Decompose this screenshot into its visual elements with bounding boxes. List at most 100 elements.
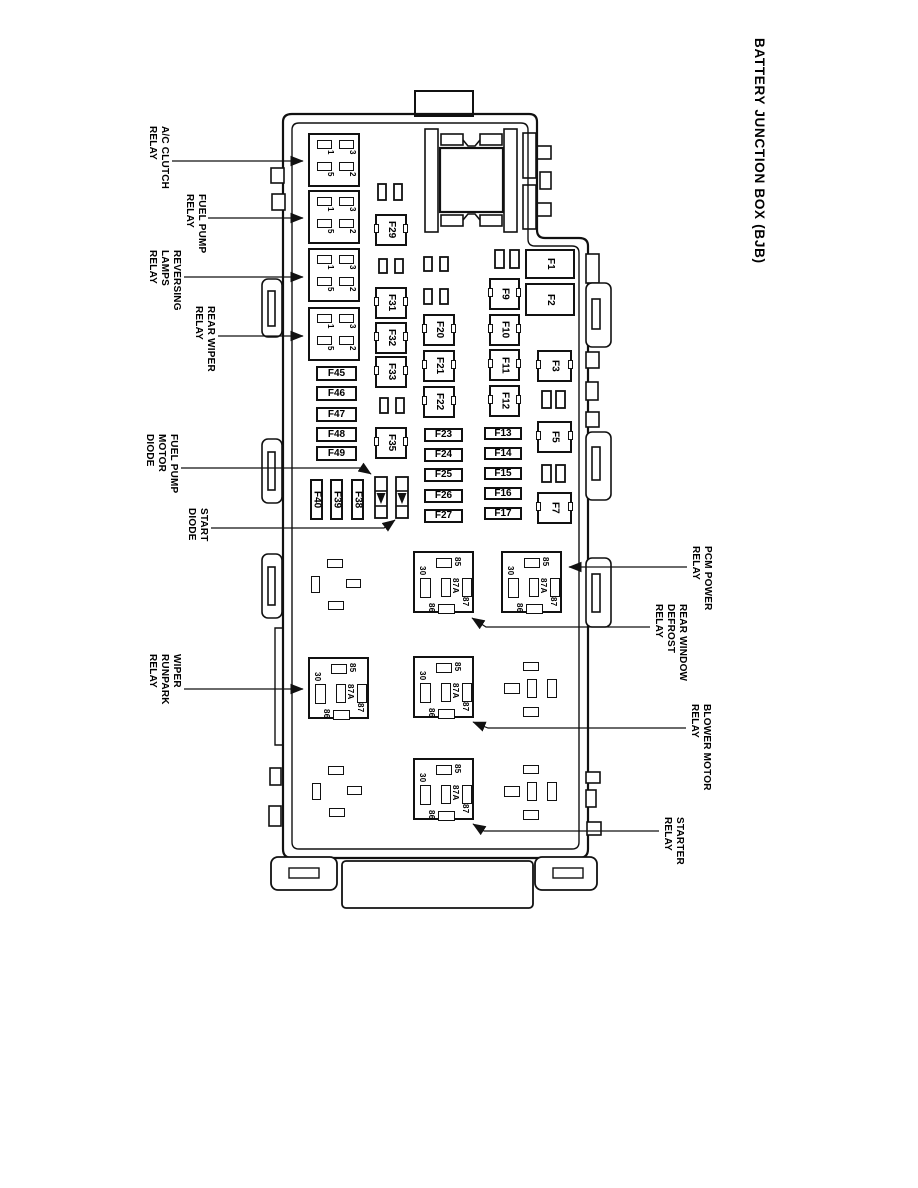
relay-pin-number: 3: [348, 324, 357, 329]
fuse-label: F33: [386, 363, 397, 381]
fuse-f15: F15: [484, 467, 522, 480]
fuel-pump-motor-diode-symbol: [374, 476, 388, 519]
callout-line: RELAY: [147, 654, 158, 688]
relay-socket-1: [311, 556, 368, 614]
fuse-f21: F21: [422, 350, 456, 382]
relay-pin: [315, 684, 326, 704]
relay-pin: [436, 663, 452, 673]
relay-pin-number: 3: [348, 207, 357, 212]
fuse-f38: F38: [351, 479, 364, 520]
fuse-label: F35: [386, 434, 397, 452]
relay-pin-number: 30: [313, 672, 322, 682]
callout-line: REAR WINDOW: [677, 604, 688, 682]
relay-pin: [317, 277, 332, 286]
relay-pin: [317, 162, 332, 171]
bottom-tab: [341, 860, 534, 909]
callout-line: DEFROST: [665, 604, 676, 654]
fuse-label: F46: [327, 387, 346, 399]
socket-pin: [504, 683, 520, 694]
fuse-f2: F2: [525, 283, 575, 316]
relay-pin: [438, 709, 455, 719]
relay-pin-number: 1: [326, 265, 335, 270]
relay-pin: [436, 558, 452, 568]
relay-pin-number: 2: [348, 287, 357, 292]
fuse-label: F29: [386, 221, 397, 239]
fuse-f11: F11: [488, 349, 521, 381]
callout-line: RELAY: [184, 194, 195, 228]
relay-pin: [441, 785, 451, 804]
fuse-f9: F9: [488, 278, 521, 310]
relay-pin: [529, 578, 539, 597]
fuse-label: F2: [545, 293, 556, 306]
relay-pin: [339, 197, 354, 206]
relay-pin: [462, 683, 472, 702]
relay-pin-number: 2: [348, 172, 357, 177]
relay-pin: [339, 336, 354, 345]
relay-pin: [438, 604, 455, 614]
relay-pin-number: 85: [453, 662, 462, 672]
socket-pin: [504, 786, 520, 797]
fuse-f39: F39: [330, 479, 343, 520]
fuse-label: F25: [434, 469, 453, 480]
socket-pin: [527, 782, 537, 801]
callout-line: DIODE: [144, 434, 155, 467]
callout-line: RELAY: [193, 306, 204, 340]
fuse-f47: F47: [316, 407, 357, 422]
fuse-label: F3: [549, 360, 561, 372]
fuse-f1: F1: [525, 249, 575, 279]
relay-socket-4: [501, 763, 558, 821]
relay-pin: [462, 785, 472, 804]
fuse-f16: F16: [484, 487, 522, 500]
fuse-f25: F25: [424, 468, 463, 482]
fuse-label: F7: [549, 502, 561, 514]
relay-pin: [317, 314, 332, 323]
fuse-label: F47: [327, 408, 346, 420]
callout-line: STARTER: [674, 817, 685, 865]
relay-pin-number: 87: [461, 702, 470, 712]
socket-pin: [523, 810, 539, 820]
fusebox-outline: [281, 90, 590, 860]
relay-pin-number: 2: [348, 229, 357, 234]
relay-pin-number: 85: [453, 557, 462, 567]
relay-pin-number: 5: [326, 287, 335, 292]
relay-pin: [317, 140, 332, 149]
fuse-f26: F26: [424, 489, 463, 503]
fuse-label: F17: [494, 507, 512, 519]
socket-pin: [329, 808, 345, 817]
fuse-f13: F13: [484, 427, 522, 440]
fuse-label: F1: [545, 258, 556, 270]
socket-pin: [547, 782, 557, 801]
relay-pin-number: 2: [348, 346, 357, 351]
top-tab: [414, 90, 474, 117]
start-diode-symbol: [395, 476, 409, 519]
relay-pin: [317, 219, 332, 228]
fuse-f40: F40: [310, 479, 323, 520]
fuse-label: F48: [327, 428, 346, 440]
relay-pin: [526, 604, 543, 614]
relay-pin-number: 86: [427, 810, 436, 820]
relay-pin: [550, 578, 560, 597]
socket-pin: [312, 783, 321, 800]
fuse-f23: F23: [424, 428, 463, 442]
fuse-f24: F24: [424, 448, 463, 462]
relay-pin-number: 87: [356, 703, 365, 713]
fuse-label: F26: [434, 490, 453, 501]
relay-pin: [438, 811, 455, 821]
callout-line: A/C CLUTCH: [159, 126, 170, 190]
relay-pin: [420, 785, 431, 805]
relay-pin-number: 3: [348, 265, 357, 270]
relay-pin-number: 1: [326, 324, 335, 329]
relay-pin: [317, 255, 332, 264]
callout-line: FUEL PUMP: [196, 194, 207, 254]
